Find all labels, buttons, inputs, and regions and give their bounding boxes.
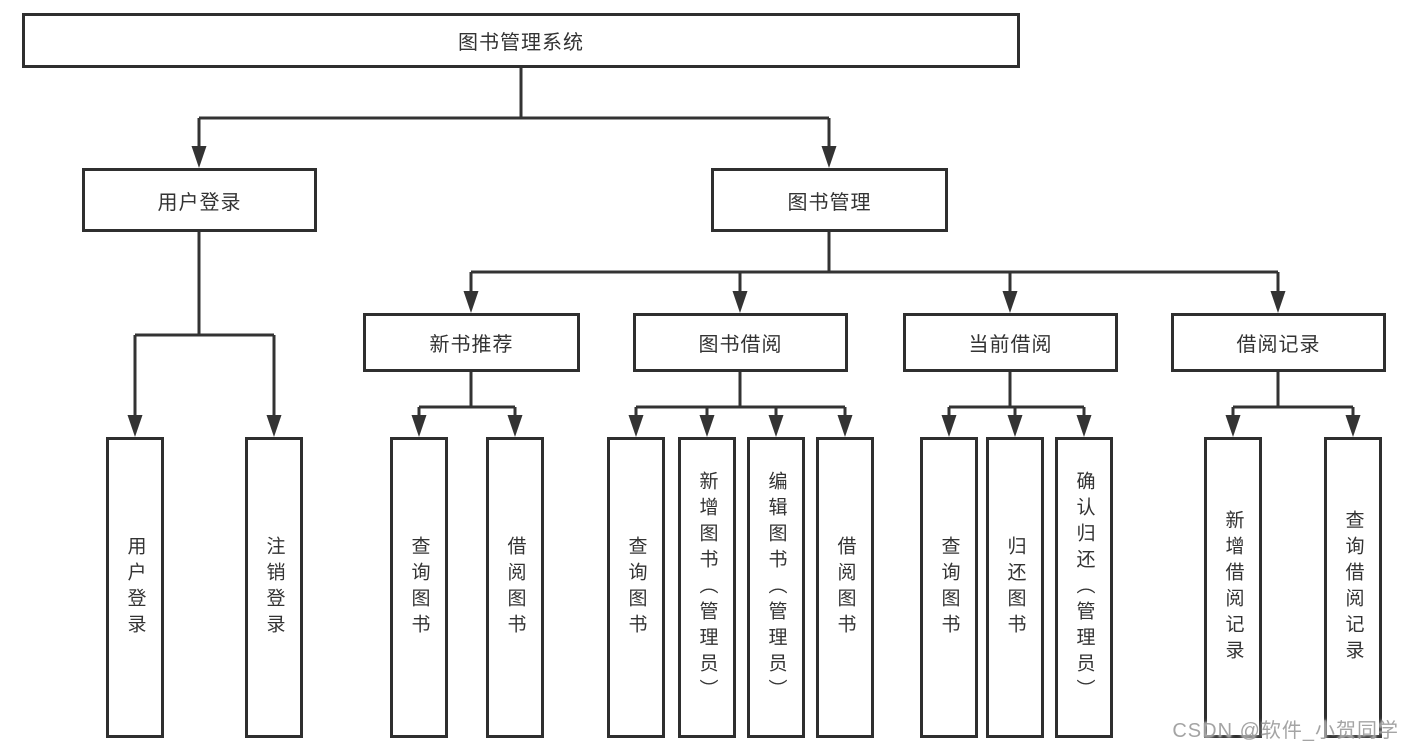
leaf-query-books-current: 查询图书 — [920, 437, 978, 738]
leaf-add-borrow-record: 新增借阅记录 — [1204, 437, 1262, 738]
leaf-query-borrow-record: 查询借阅记录 — [1324, 437, 1382, 738]
node-label: 图书借阅 — [698, 334, 783, 356]
node-label: 新增图书（管理员） — [696, 470, 718, 705]
node-label: 图书管理 — [787, 191, 872, 214]
node-label: 归还图书 — [1004, 535, 1026, 640]
node-label: 确认归还（管理员） — [1073, 470, 1095, 705]
node-label: 用户登录 — [124, 535, 146, 640]
node-book-management-branch: 图书管理 — [711, 168, 948, 232]
node-label: 新增借阅记录 — [1222, 509, 1244, 666]
node-label: 用户登录 — [157, 191, 242, 214]
csdn-watermark: CSDN @软件_小贺同学 — [1172, 720, 1399, 742]
leaf-confirm-return-admin: 确认归还（管理员） — [1055, 437, 1113, 738]
node-label: 借阅图书 — [834, 535, 856, 640]
node-label: 编辑图书（管理员） — [765, 470, 787, 705]
node-label: 图书管理系统 — [458, 32, 584, 54]
node-borrowing-records: 借阅记录 — [1171, 313, 1386, 372]
node-label: 借阅图书 — [504, 535, 526, 640]
leaf-logout: 注销登录 — [245, 437, 303, 738]
node-label: 查询图书 — [408, 535, 430, 640]
leaf-borrow-books-recommend: 借阅图书 — [486, 437, 544, 738]
leaf-query-books-recommend: 查询图书 — [390, 437, 448, 738]
leaf-query-books-borrowing: 查询图书 — [607, 437, 665, 738]
node-new-book-recommendation: 新书推荐 — [363, 313, 580, 372]
node-current-borrowing: 当前借阅 — [903, 313, 1118, 372]
node-label: 当前借阅 — [968, 334, 1053, 356]
node-label: 查询图书 — [625, 535, 647, 640]
leaf-return-book: 归还图书 — [986, 437, 1044, 738]
node-label: 查询借阅记录 — [1342, 509, 1364, 666]
node-label: 查询图书 — [938, 535, 960, 640]
leaf-add-book-admin: 新增图书（管理员） — [678, 437, 736, 738]
leaf-borrow-books: 借阅图书 — [816, 437, 874, 738]
node-label: 借阅记录 — [1236, 334, 1321, 356]
leaf-user-login: 用户登录 — [106, 437, 164, 738]
node-label: 注销登录 — [263, 535, 285, 640]
leaf-edit-book-admin: 编辑图书（管理员） — [747, 437, 805, 738]
node-user-login-branch: 用户登录 — [82, 168, 317, 232]
node-root-library-system: 图书管理系统 — [22, 13, 1020, 68]
node-label: 新书推荐 — [429, 334, 514, 356]
node-book-borrowing: 图书借阅 — [633, 313, 848, 372]
